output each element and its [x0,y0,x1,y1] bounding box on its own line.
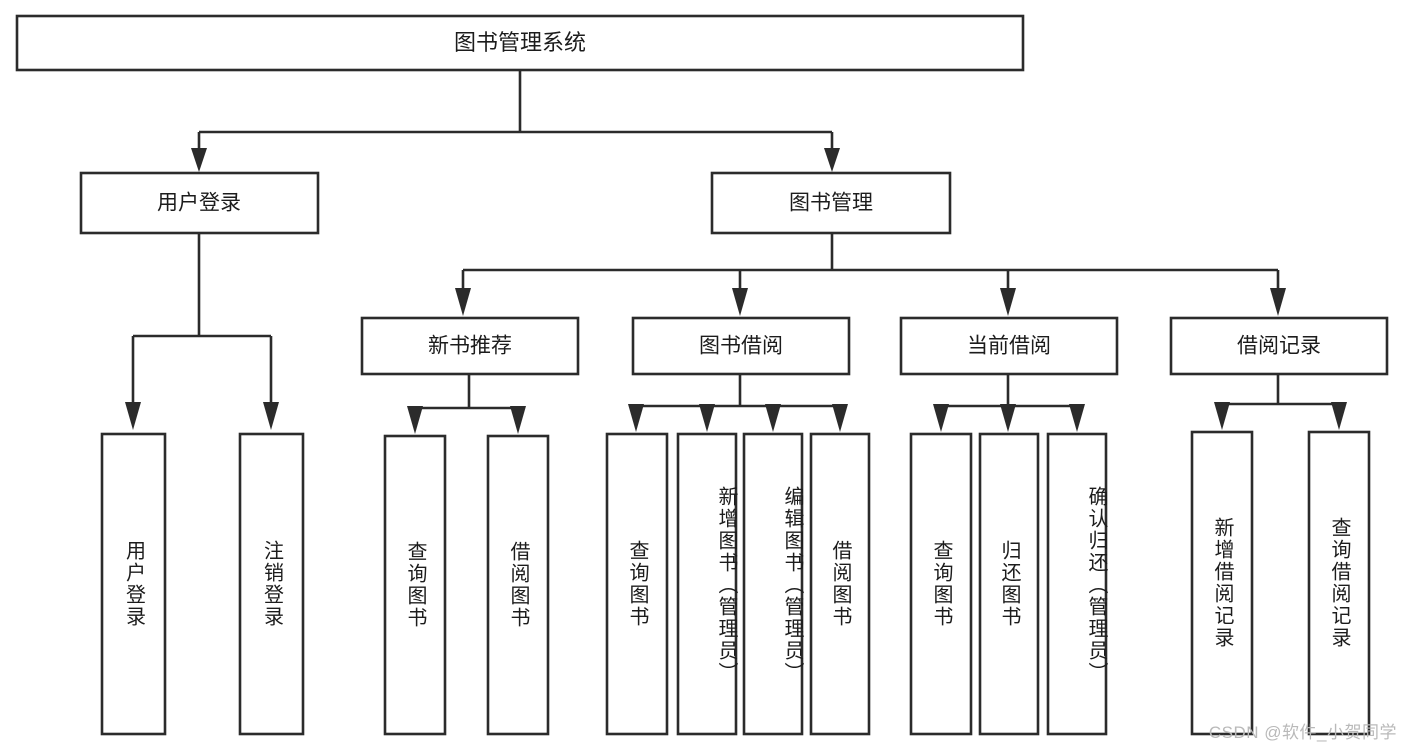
node-leaf-return-book-box[interactable] [978,432,1040,736]
node-leaf-query-book-2-box[interactable] [605,432,669,736]
arrow-leaf-query-book-2 [628,404,644,432]
node-current-borrow-box[interactable] [899,316,1119,376]
node-leaf-borrow-book-1-box[interactable] [486,434,550,736]
arrow-leaf-logout [263,402,279,430]
arrow-leaf-query-book-3 [933,404,949,432]
arrow-new-book-rec [455,288,471,316]
node-borrow-record-box[interactable] [1169,316,1389,376]
arrow-leaf-query-record [1331,402,1347,430]
node-root[interactable]: 图书管理系统 [15,14,1025,72]
arrow-leaf-add-record [1214,402,1230,430]
node-book-manage-label: 图书管理 [789,192,873,215]
node-new-book-rec-box[interactable] [360,316,580,376]
arrow-leaf-borrow-book-2 [832,404,848,432]
node-leaf-confirm-return-box[interactable] [1046,432,1108,736]
node-root-label: 图书管理系统 [454,30,586,55]
arrow-leaf-borrow-book-1 [510,406,526,434]
node-book-manage-box[interactable] [710,171,952,235]
node-user-login-box[interactable] [79,171,320,235]
node-borrow-record-label: 借阅记录 [1237,335,1321,358]
arrow-book-borrow [732,288,748,316]
node-new-book-rec-label: 新书推荐 [428,335,512,358]
node-root-box[interactable] [15,14,1025,72]
connector-layer [125,70,1347,434]
node-leaf-logout-box[interactable] [238,432,305,736]
arrow-leaf-confirm-return [1069,404,1085,432]
node-new-book-rec[interactable]: 新书推荐 [360,316,580,376]
node-leaf-add-record-box[interactable] [1190,430,1254,736]
node-leaf-add-book-box[interactable] [676,432,738,736]
arrow-leaf-return-book [1000,404,1016,432]
node-book-manage[interactable]: 图书管理 [710,171,952,235]
node-leaf-query-record-box[interactable] [1307,430,1371,736]
arrow-current-borrow [1000,288,1016,316]
node-book-borrow-label: 图书借阅 [699,335,783,358]
arrow-leaf-add-book [699,404,715,432]
node-book-borrow[interactable]: 图书借阅 [631,316,851,376]
node-book-borrow-box[interactable] [631,316,851,376]
node-current-borrow[interactable]: 当前借阅 [899,316,1119,376]
node-leaf-query-book-3-box[interactable] [909,432,973,736]
node-current-borrow-label: 当前借阅 [967,335,1051,358]
arrow-leaf-query-book-1 [407,406,423,434]
arrow-leaf-user-login [125,402,141,430]
node-leaf-query-book-1-box[interactable] [383,434,447,736]
watermark-text: CSDN @软件_小贺同学 [1208,723,1397,742]
arrow-leaf-edit-book [765,404,781,432]
node-borrow-record[interactable]: 借阅记录 [1169,316,1389,376]
node-leaf-borrow-book-2-box[interactable] [809,432,871,736]
node-leaf-edit-book-box[interactable] [742,432,804,736]
arrow-to-book-manage [824,148,840,172]
node-user-login-label: 用户登录 [157,192,241,215]
arrow-borrow-record [1270,288,1286,316]
arrow-to-user-login [191,148,207,172]
node-leaf-user-login-box[interactable] [100,432,167,736]
node-user-login[interactable]: 用户登录 [79,171,320,235]
